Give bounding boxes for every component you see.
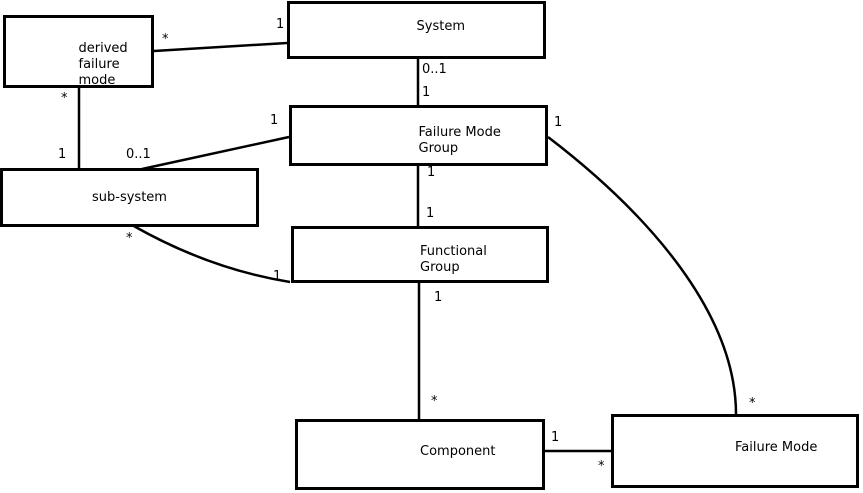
entity-component: Component <box>295 419 545 490</box>
entity-component-label: Component <box>420 443 496 459</box>
cardinality-failure-mode-end: * <box>598 459 605 474</box>
entity-system: System <box>287 1 546 59</box>
entity-functional-group: Functional Group <box>291 226 549 283</box>
cardinality-failure-mode-group-end: 1 <box>422 85 431 100</box>
entity-sub-system-label: sub-system <box>92 189 167 205</box>
cardinality-system-end: 1 <box>276 17 285 32</box>
entity-functional-group-label: Functional Group <box>420 243 487 275</box>
cardinality-functional-group-end: 1 <box>273 269 282 284</box>
cardinality-derived-failure-mode-end: * <box>162 32 169 47</box>
entity-failure-mode-group-label: Failure Mode Group <box>418 124 501 156</box>
entity-sub-system: sub-system <box>0 168 259 227</box>
cardinality-system-end: 0..1 <box>422 62 447 77</box>
cardinality-failure-mode-group-end: 1 <box>270 113 279 128</box>
cardinality-failure-mode-group-end: 1 <box>554 115 563 130</box>
cardinality-failure-mode-group-end: 1 <box>427 165 436 180</box>
connector-failure-mode-group--sub-system <box>141 135 290 171</box>
cardinality-sub-system-end: 1 <box>58 147 67 162</box>
entity-failure-mode: Failure Mode <box>611 414 859 488</box>
entity-failure-mode-label: Failure Mode <box>735 440 818 455</box>
cardinality-sub-system-end: 0..1 <box>126 147 151 162</box>
cardinality-component-end: * <box>431 394 438 409</box>
cardinality-component-end: 1 <box>551 430 560 445</box>
cardinality-functional-group-end: 1 <box>434 290 443 305</box>
entity-derived-failure-mode-label: derived failure mode <box>78 40 128 88</box>
connector-derived-failure-mode--system <box>153 41 288 53</box>
entity-derived-failure-mode: derived failure mode <box>3 15 154 88</box>
cardinality-derived-failure-mode-end: * <box>61 91 68 106</box>
connector-failure-mode-group--failure-mode <box>547 136 738 417</box>
entity-system-label: System <box>416 19 465 34</box>
cardinality-failure-mode-end: * <box>749 396 756 411</box>
cardinality-functional-group-end: 1 <box>426 206 435 221</box>
cardinality-sub-system-end: * <box>126 231 133 246</box>
entity-failure-mode-group: Failure Mode Group <box>289 105 548 166</box>
connector-sub-system--functional-group <box>131 223 291 284</box>
